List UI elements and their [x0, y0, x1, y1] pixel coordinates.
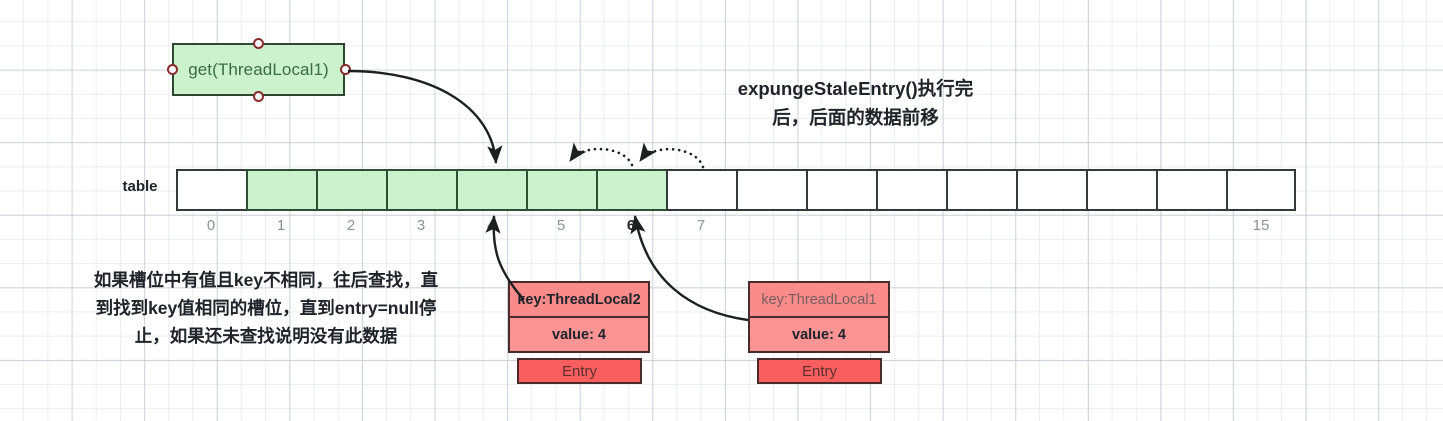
entry-key: key:ThreadLocal2 [508, 281, 650, 317]
get-threadlocal1-node[interactable]: get(ThreadLocal1) [172, 43, 345, 96]
note-line-3: 止，如果还未查找说明没有此数据 [134, 326, 398, 346]
table-cell-13[interactable] [1086, 169, 1156, 211]
table-cell-3[interactable] [386, 169, 456, 211]
entry-card-threadlocal1[interactable]: key:ThreadLocal1 value: 4 Entry [748, 281, 890, 384]
table-index-label-1: 1 [276, 217, 286, 234]
arrow-shift-6-to-5 [568, 142, 634, 167]
table-cell-2[interactable] [316, 169, 386, 211]
table-index-label-5: 5 [556, 217, 566, 234]
entry-value: value: 4 [508, 317, 650, 353]
get-threadlocal1-label: get(ThreadLocal1) [188, 59, 329, 79]
table-cell-9[interactable] [806, 169, 876, 211]
table-cell-11[interactable] [946, 169, 1016, 211]
table-index-label-2: 2 [346, 217, 356, 234]
heading-line-2: 后，后面的数据前移 [772, 107, 939, 128]
entry-key: key:ThreadLocal1 [748, 281, 890, 317]
table-index-label-0: 0 [206, 217, 216, 234]
table-cell-8[interactable] [736, 169, 806, 211]
heading-line-1: expungeStaleEntry()执行完 [737, 78, 974, 99]
arrow-shift-7-to-6 [638, 142, 705, 169]
table-index-label-4: 4 [486, 217, 496, 234]
table-cell-1[interactable] [246, 169, 316, 211]
table-cell-0[interactable] [176, 169, 246, 211]
table-cell-14[interactable] [1156, 169, 1226, 211]
entry-footer: Entry [757, 358, 882, 384]
connection-handle-top[interactable] [253, 37, 264, 49]
search-rule-note: 如果槽位中有值且key不相同，往后查找，直 到找到key值相同的槽位，直到ent… [42, 266, 490, 350]
table-label: table [122, 178, 158, 195]
table-cell-5[interactable] [526, 169, 596, 211]
table-row [176, 169, 1296, 211]
table-cell-12[interactable] [1016, 169, 1086, 211]
connection-handle-right[interactable] [339, 64, 351, 75]
table-cell-6[interactable] [596, 169, 666, 211]
table-index-label-3: 3 [416, 217, 426, 234]
entry-value: value: 4 [748, 317, 890, 353]
table-cell-4[interactable] [456, 169, 526, 211]
connection-handle-bottom[interactable] [253, 90, 264, 102]
note-line-1: 如果槽位中有值且key不相同，往后查找，直 [93, 270, 439, 290]
entry-footer: Entry [517, 358, 642, 384]
table-index-label-7: 7 [696, 217, 706, 234]
table-index-label-15: 15 [1252, 217, 1270, 234]
heading-text: expungeStaleEntry()执行完 后，后面的数据前移 [668, 74, 1043, 132]
table-cell-15[interactable] [1226, 169, 1296, 211]
note-line-2: 到找到key值相同的槽位，直到entry=null停 [95, 298, 437, 318]
table-cell-10[interactable] [876, 169, 946, 211]
table-cell-7[interactable] [666, 169, 736, 211]
connection-handle-left[interactable] [166, 64, 178, 75]
arrow-get-to-slot4 [347, 69, 503, 164]
entry-card-threadlocal2[interactable]: key:ThreadLocal2 value: 4 Entry [508, 281, 650, 384]
table-index-label-6: 6 [626, 217, 636, 234]
